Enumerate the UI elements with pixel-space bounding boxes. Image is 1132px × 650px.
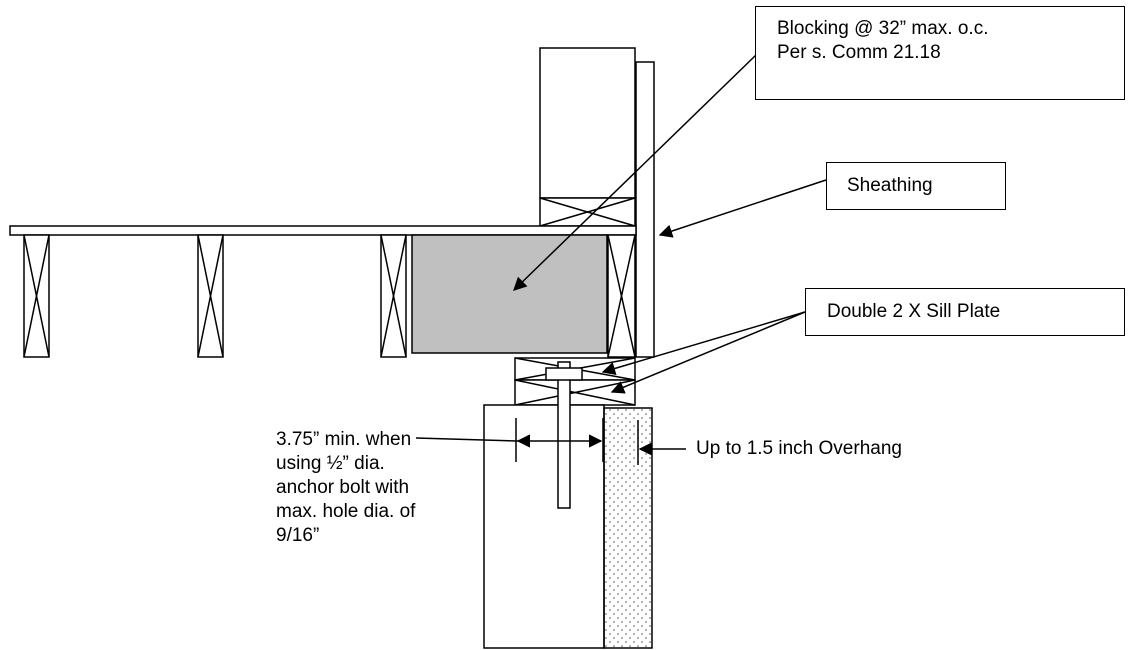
- blocking-label-line1: Blocking @ 32” max. o.c.: [777, 18, 989, 39]
- rim-joist: [607, 234, 636, 358]
- sill-plate-lower: [514, 379, 636, 406]
- sill-plate-label: Double 2 X Sill Plate: [827, 301, 1001, 322]
- sheathing-board: [635, 61, 655, 358]
- clearance-line: using ½” dia.: [276, 453, 385, 474]
- clearance-line: anchor bolt with: [276, 477, 410, 498]
- clearance-line: 3.75” min. when: [276, 429, 412, 450]
- blocking-callout: Blocking @ 32” max. o.c. Per s. Comm 21.…: [755, 6, 1125, 100]
- sill-plate-leader-arrow: [610, 311, 806, 394]
- blocking: [411, 234, 608, 354]
- floor-joist: [23, 234, 50, 358]
- blocking-label-line2: Per s. Comm 21.18: [777, 42, 941, 63]
- blocking-leader-arrow: [513, 54, 757, 291]
- sheathing-callout: Sheathing: [826, 162, 1006, 210]
- clearance-note: 3.75” min. when using ½” dia. anchor bol…: [276, 428, 415, 548]
- subfloor: [9, 225, 637, 236]
- clearance-line: max. hole dia. of: [276, 501, 416, 522]
- clearance-dimension: [415, 418, 604, 462]
- sheathing-leader-arrow: [658, 179, 827, 238]
- wall-bottom-plate: [539, 197, 636, 227]
- wall-stud: [539, 47, 636, 199]
- overhang-label: Up to 1.5 inch Overhang: [696, 438, 902, 459]
- clearance-line: 9/16”: [276, 525, 320, 546]
- sill-plate-callout: Double 2 X Sill Plate: [805, 288, 1125, 336]
- sill-plate-leader-arrow: [601, 311, 806, 376]
- sheathing-label: Sheathing: [847, 175, 933, 196]
- floor-joist: [197, 234, 224, 358]
- floor-joist: [380, 234, 407, 358]
- overhang-zone: [603, 407, 653, 649]
